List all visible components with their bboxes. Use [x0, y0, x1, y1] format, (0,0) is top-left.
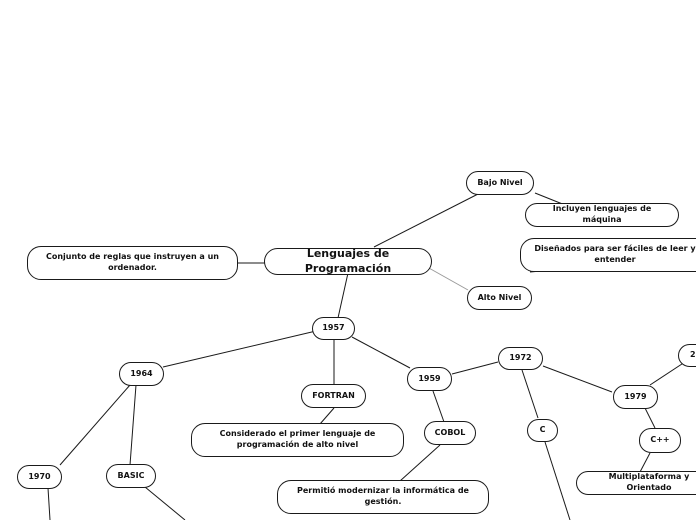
- year-1957-node: 1957: [312, 317, 355, 340]
- year-1964-node: 1964: [119, 362, 164, 386]
- cobol-desc-node: Permitió modernizar la informática de ge…: [277, 480, 489, 514]
- high-level-node: Alto Nivel: [467, 286, 532, 310]
- cpp-node: C++: [639, 428, 681, 453]
- year-1979-node: 1979: [613, 385, 658, 409]
- c-node: C: [527, 419, 558, 442]
- year-20xx-node: 20: [678, 344, 696, 367]
- low-level-desc-node: Incluyen lenguajes de máquina: [525, 203, 679, 227]
- fortran-node: FORTRAN: [301, 384, 366, 408]
- basic-node: BASIC: [106, 464, 156, 488]
- year-1972-node: 1972: [498, 347, 543, 370]
- definition-node: Conjunto de reglas que instruyen a un or…: [27, 246, 238, 280]
- cpp-desc-node: Multiplataforma y Orientado: [576, 471, 696, 495]
- root-node: Lenguajes de Programación: [264, 247, 432, 275]
- fortran-desc-node: Considerado el primer lenguaje de progra…: [191, 423, 404, 457]
- cobol-node: COBOL: [424, 421, 476, 445]
- low-level-node: Bajo Nivel: [466, 171, 534, 195]
- high-level-desc-node: Diseñados para ser fáciles de leer y ent…: [520, 238, 696, 272]
- year-1970-node: 1970: [17, 465, 62, 489]
- year-1959-node: 1959: [407, 367, 452, 391]
